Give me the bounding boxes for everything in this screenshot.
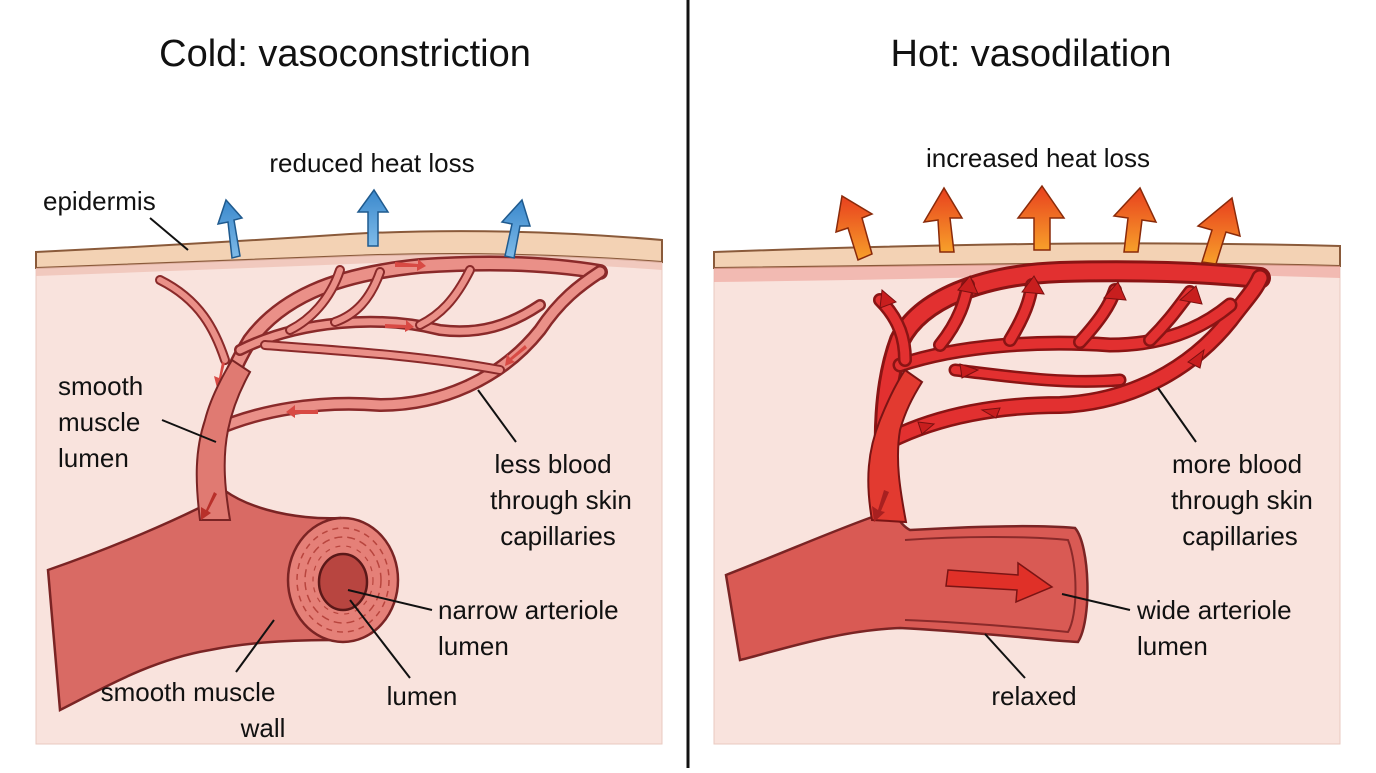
smooth-muscle-lumen-line2: muscle xyxy=(58,407,140,437)
narrow-arteriole-line1: narrow arteriole xyxy=(438,595,619,625)
wide-arteriole-leader xyxy=(1061,593,1131,611)
cold-heat-arrows xyxy=(216,188,532,259)
relaxed-label: relaxed xyxy=(991,681,1076,711)
epidermis-label: epidermis xyxy=(43,186,156,216)
epidermis-leader xyxy=(149,217,189,251)
more-blood-leader xyxy=(1157,387,1197,443)
hot-heat-arrows xyxy=(835,184,1241,265)
cold-arteriole-cross-section xyxy=(286,516,400,644)
hot-ascending-vessel xyxy=(867,368,924,524)
hot-title: Hot: vasodilation xyxy=(891,33,1172,75)
smooth-muscle-lumen-line3: lumen xyxy=(58,443,129,473)
cold-ascending-vessel xyxy=(195,358,252,521)
hot-lumen-flow-arrow xyxy=(945,561,1054,604)
less-blood-line3: capillaries xyxy=(500,521,616,551)
smooth-muscle-wall-line1: smooth muscle xyxy=(101,677,276,707)
more-blood-line1: more blood xyxy=(1172,449,1302,479)
narrow-arteriole-line2: lumen xyxy=(438,631,509,661)
hot-heat-arrow-5 xyxy=(1196,196,1241,265)
hot-heat-arrow-4 xyxy=(1112,186,1158,253)
narrow-arteriole-leader xyxy=(347,589,433,611)
smooth-muscle-wall-leader xyxy=(235,619,275,673)
smooth-muscle-lumen-leader xyxy=(161,419,217,443)
hot-heat-arrow-2 xyxy=(922,186,964,253)
relaxed-leader xyxy=(984,633,1026,679)
less-blood-line2: through skin xyxy=(490,485,632,515)
cold-panel: Cold: vasoconstriction xyxy=(35,33,663,745)
hot-arteriole-wall-inner xyxy=(904,536,1077,634)
cold-title: Cold: vasoconstriction xyxy=(159,33,531,75)
wide-arteriole-line2: lumen xyxy=(1137,631,1208,661)
cold-heat-loss-label: reduced heat loss xyxy=(269,148,474,178)
hot-flow-arrows xyxy=(879,275,1205,435)
lumen-label: lumen xyxy=(387,681,458,711)
lumen-leader xyxy=(349,599,411,679)
cold-heat-arrow-1 xyxy=(216,198,244,259)
wide-arteriole-line1: wide arteriole xyxy=(1136,595,1292,625)
smooth-muscle-lumen-line1: smooth xyxy=(58,371,143,401)
less-blood-leader xyxy=(477,389,517,443)
less-blood-line1: less blood xyxy=(494,449,611,479)
hot-heat-arrow-3 xyxy=(1016,184,1066,251)
cold-narrow-lumen xyxy=(317,552,369,612)
cold-heat-arrow-2 xyxy=(356,188,390,247)
hot-ascending-arrow xyxy=(872,490,889,522)
more-blood-line2: through skin xyxy=(1171,485,1313,515)
more-blood-line3: capillaries xyxy=(1182,521,1298,551)
cold-heat-arrow-3 xyxy=(500,198,532,259)
hot-heat-loss-label: increased heat loss xyxy=(926,143,1150,173)
hot-panel: Hot: vasodilation xyxy=(713,33,1341,745)
cold-ascending-arrow xyxy=(201,492,217,520)
hot-heat-arrow-1 xyxy=(835,194,874,262)
smooth-muscle-wall-line2: wall xyxy=(240,713,286,743)
